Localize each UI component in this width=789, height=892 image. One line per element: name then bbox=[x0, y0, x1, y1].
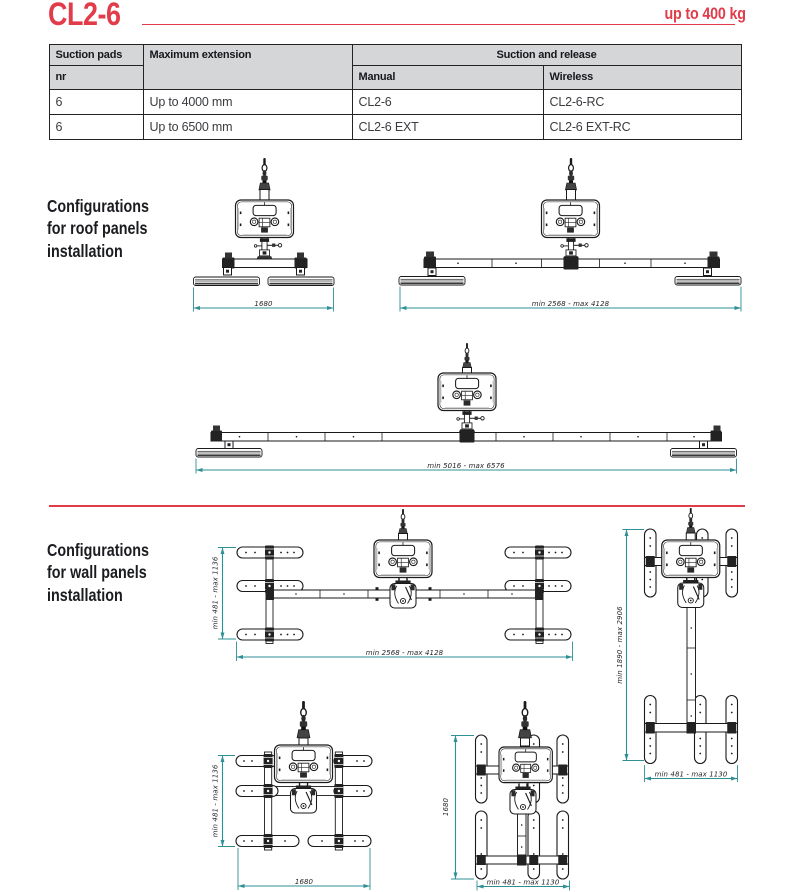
diagram-wall-wide: min 2568 - max 4128 min 481 - max 1136 bbox=[210, 508, 573, 661]
diagram-roof-long: min 5016 - max 6576 bbox=[195, 342, 737, 474]
dim-label-roof-long-width: min 5016 - max 6576 bbox=[427, 462, 505, 470]
wall-section-heading: Configurations for wall panels installat… bbox=[47, 539, 149, 606]
cell-nr: 6 bbox=[48, 88, 144, 115]
dim-label-wall-vertical-width: min 481 - max 1130 bbox=[487, 879, 560, 887]
heading-line: installation bbox=[47, 584, 123, 605]
title-underline bbox=[142, 23, 735, 26]
spec-table: Suction pads Maximum extension Suction a… bbox=[48, 43, 742, 140]
dim-label-wall-wide-width: min 2568 - max 4128 bbox=[366, 649, 444, 657]
cell-nr: 6 bbox=[48, 113, 144, 140]
dim-label-wall-compact-width: 1680 bbox=[295, 878, 314, 886]
header-wireless: Wireless bbox=[542, 64, 742, 90]
table-header-row-1: Suction pads Maximum extension Suction a… bbox=[48, 43, 742, 90]
cell-extension: Up to 4000 mm bbox=[142, 88, 353, 115]
heading-line: Configurations bbox=[47, 196, 150, 216]
diagram-wall-tall: min 481 - max 1130 min 1890 - max 2906 bbox=[615, 507, 739, 782]
diagram-wall-compact: 1680 min 481 - max 1136 bbox=[210, 700, 373, 890]
heading-line: Configurations bbox=[47, 540, 150, 560]
table-row: 6 Up to 4000 mm CL2-6 CL2-6-RC bbox=[48, 88, 742, 115]
heading-line: installation bbox=[47, 240, 123, 261]
heading-line: for wall panels bbox=[47, 562, 147, 583]
cell-wireless: CL2-6 EXT-RC bbox=[542, 113, 742, 140]
capacity-label: up to 400 kg bbox=[664, 4, 746, 23]
dim-label-roof-compact-width: 1680 bbox=[254, 300, 273, 308]
cell-manual: CL2-6 bbox=[351, 88, 544, 115]
header-manual: Manual bbox=[351, 64, 544, 90]
dim-label-wall-wide-height: min 481 - max 1136 bbox=[212, 556, 220, 629]
dim-label-wall-tall-width: min 481 - max 1130 bbox=[655, 771, 728, 779]
table-header-row-2: nr Manual Wireless bbox=[48, 64, 742, 90]
cell-wireless: CL2-6-RC bbox=[542, 88, 742, 115]
dim-label-wall-tall-height: min 1890 - max 2906 bbox=[616, 606, 624, 684]
heading-line: for roof panels bbox=[47, 218, 148, 239]
dim-label-wall-compact-height: min 481 - max 1136 bbox=[212, 764, 220, 837]
page-title: CL2-6 bbox=[48, 0, 121, 32]
header-nr: nr bbox=[48, 64, 144, 90]
dim-label-wall-vertical-height: 1680 bbox=[442, 797, 450, 816]
roof-section-heading: Configurations for roof panels installat… bbox=[47, 195, 149, 262]
cell-extension: Up to 6500 mm bbox=[142, 113, 353, 140]
header-suction-pads: Suction pads bbox=[48, 43, 144, 66]
diagram-roof-compact: 1680 bbox=[193, 157, 335, 312]
diagram-roof-extended: min 2568 - max 4128 bbox=[398, 157, 742, 312]
dim-label-roof-extended-width: min 2568 - max 4128 bbox=[532, 300, 610, 308]
table-row: 6 Up to 6500 mm CL2-6 EXT CL2-6 EXT-RC bbox=[48, 113, 742, 140]
section-divider bbox=[49, 505, 745, 507]
diagram-wall-vertical: min 481 - max 1130 1680 bbox=[441, 700, 570, 891]
cell-manual: CL2-6 EXT bbox=[351, 113, 544, 140]
